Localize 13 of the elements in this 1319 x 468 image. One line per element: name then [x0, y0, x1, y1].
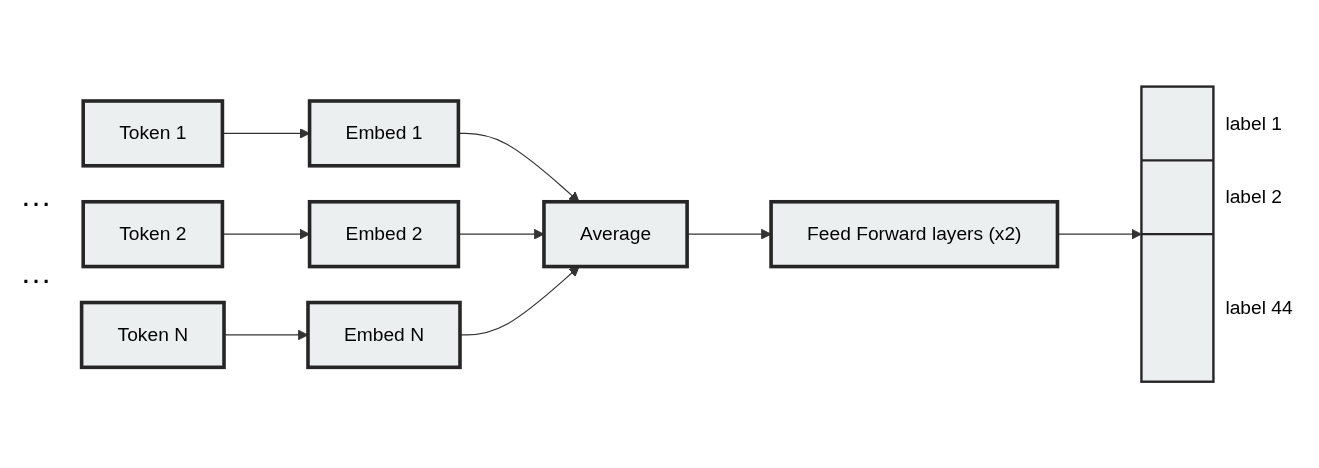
node-box: Embed N: [306, 300, 462, 369]
output-label: label 44: [1225, 296, 1293, 318]
node-box: Token N: [79, 300, 226, 369]
node-box: Embed 1: [307, 99, 461, 168]
ellipsis-label: …: [20, 254, 52, 291]
node-box: Token 2: [81, 199, 225, 269]
ellipsis-label: …: [20, 177, 52, 214]
node-box: Feed Forward layers (x2): [769, 199, 1060, 269]
node-box: Average: [542, 199, 689, 269]
node-box: Token 1: [81, 99, 225, 168]
node-box: Embed 2: [307, 199, 461, 269]
output-label: label 2: [1225, 186, 1282, 208]
output-label: label 1: [1225, 112, 1282, 134]
